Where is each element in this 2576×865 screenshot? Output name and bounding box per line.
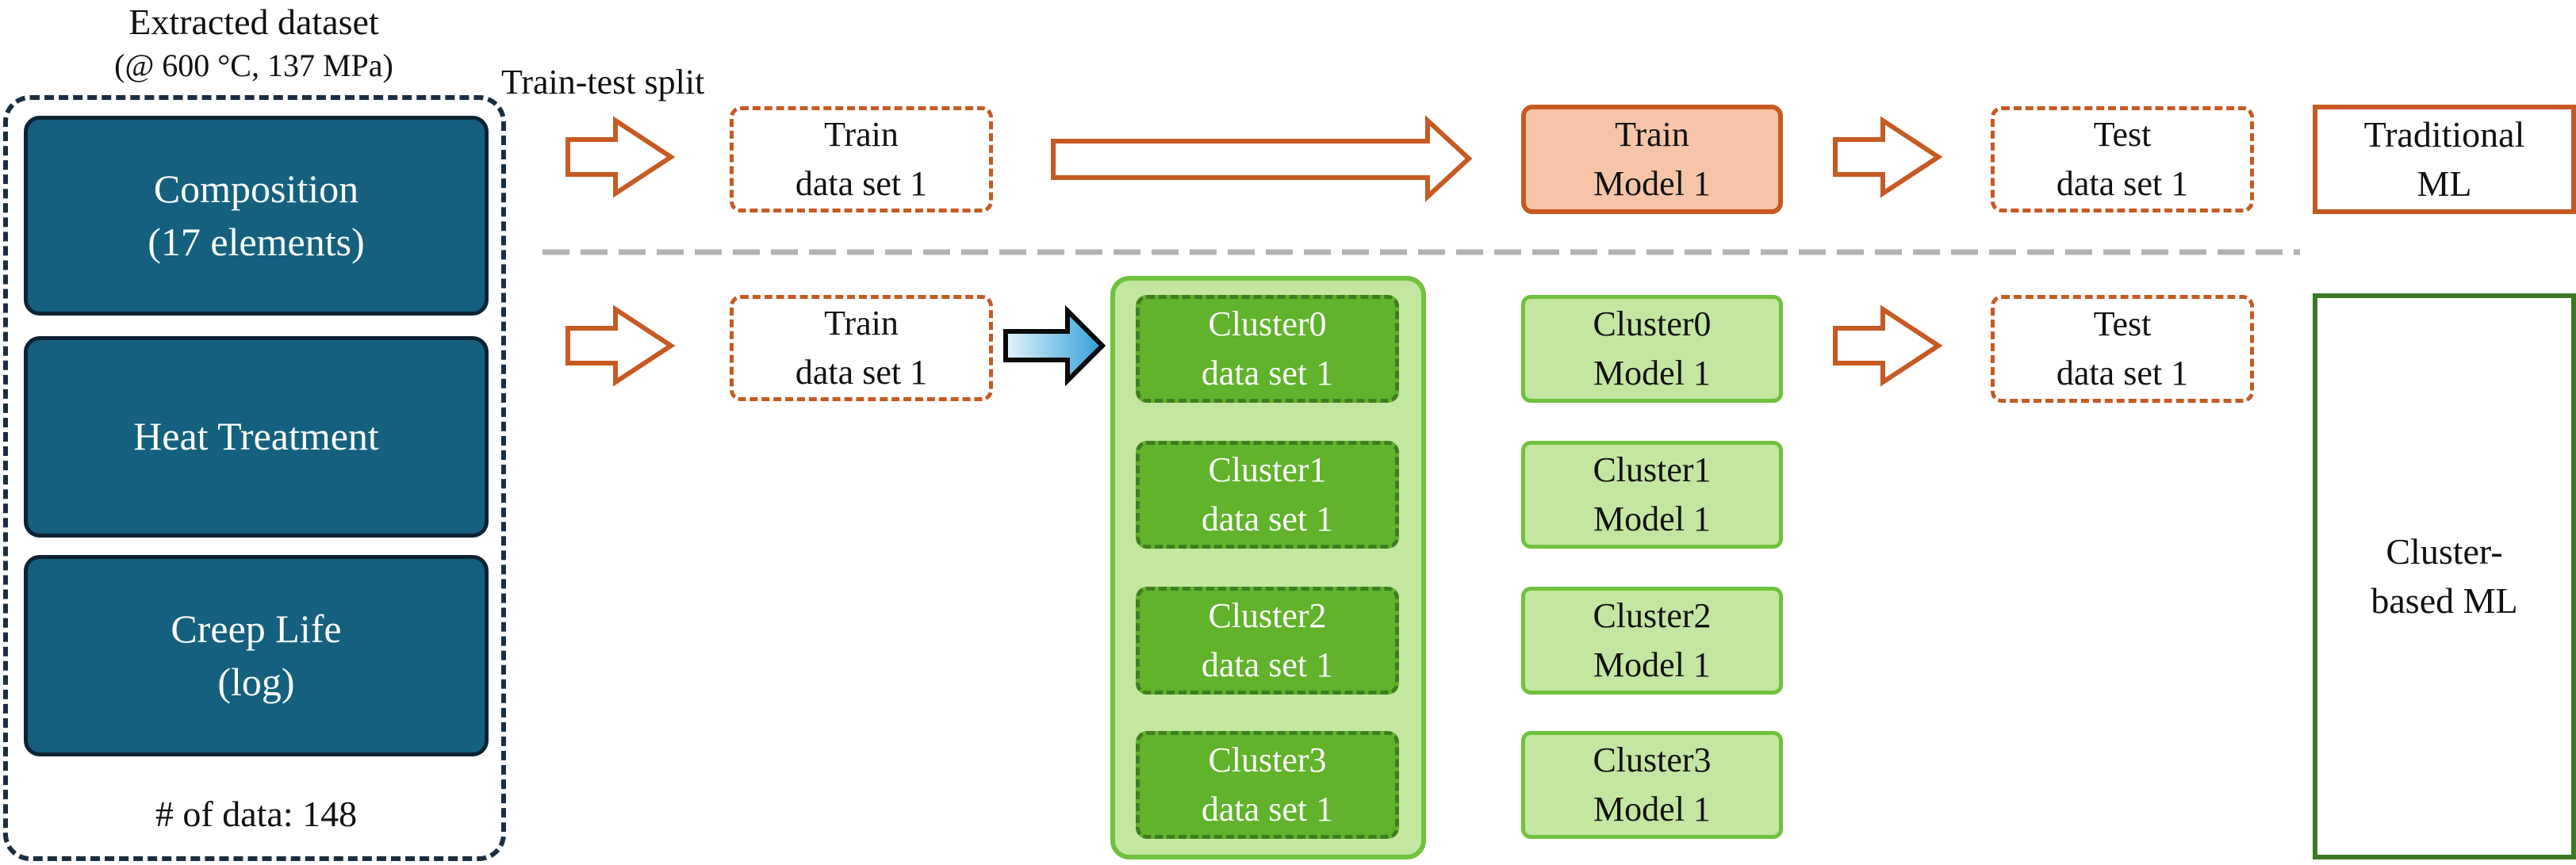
- box-line2: data set 1: [2056, 354, 2189, 392]
- test-arrow-right-icon: [1833, 304, 1943, 387]
- test-arrow-right-icon: [1833, 116, 1943, 198]
- box-line2: based ML: [2371, 580, 2518, 621]
- cluster3-dataset-box: Cluster3 data set 1: [1136, 731, 1399, 839]
- box-line1: Cluster2: [1593, 596, 1712, 636]
- cluster2-model-box: Cluster2 Model 1: [1521, 587, 1783, 695]
- traditional-ml-label-box: Traditional ML: [2313, 105, 2576, 214]
- box-line1: Cluster2: [1208, 596, 1327, 636]
- feature-heat-treatment-box: Heat Treatment: [24, 336, 489, 538]
- cluster1-dataset-box: Cluster1 data set 1: [1136, 441, 1399, 549]
- dataset-subtitle-text: (@ 600 °C, 137 MPa): [114, 48, 393, 83]
- feature-creep-life-box: Creep Life (log): [24, 555, 489, 756]
- box-line1: Test: [2093, 304, 2152, 344]
- box-line1: Cluster3: [1208, 741, 1327, 780]
- split-label: Train-test split: [501, 62, 755, 103]
- box-line1: Cluster3: [1593, 741, 1712, 780]
- box-line2: Model 1: [1593, 354, 1711, 392]
- feature-composition-box: Composition (17 elements): [24, 116, 489, 316]
- box-line2: data set 1: [1201, 499, 1334, 538]
- dataset-title: Extracted dataset: [16, 0, 492, 44]
- train-model-box: Train Model 1: [1521, 105, 1783, 214]
- box-line1: Train: [824, 115, 899, 155]
- box-line2: data set 1: [1201, 645, 1334, 684]
- long-arrow-right-icon: [1051, 115, 1473, 202]
- feature-label: Composition: [153, 166, 359, 211]
- box-line2: Model 1: [1593, 499, 1711, 538]
- box-line1: Train: [824, 304, 899, 343]
- test-dataset-box-traditional: Test data set 1: [1991, 106, 2254, 212]
- cluster3-model-box: Cluster3 Model 1: [1521, 731, 1783, 839]
- train-dataset-box-cluster: Train data set 1: [730, 295, 993, 401]
- box-line2: Model 1: [1593, 645, 1711, 684]
- data-count-text: # of data: 148: [155, 793, 358, 834]
- split-arrow-right-icon: [565, 304, 676, 387]
- box-line1: Cluster-: [2386, 530, 2503, 572]
- box-line1: Cluster1: [1593, 450, 1712, 490]
- box-line2: ML: [2417, 163, 2472, 204]
- cluster1-model-box: Cluster1 Model 1: [1521, 441, 1783, 549]
- box-line1: Cluster1: [1208, 450, 1327, 490]
- feature-label: Heat Treatment: [133, 414, 379, 459]
- box-line1: Traditional: [2363, 113, 2525, 155]
- train-dataset-box-traditional: Train data set 1: [730, 106, 993, 212]
- cluster-based-ml-label-box: Cluster- based ML: [2313, 293, 2576, 859]
- feature-label: Creep Life: [171, 606, 342, 651]
- box-line2: data set 1: [1201, 790, 1334, 829]
- box-line2: Model 1: [1593, 164, 1711, 203]
- cluster2-dataset-box: Cluster2 data set 1: [1136, 587, 1399, 695]
- box-line2: data set 1: [2056, 164, 2189, 203]
- box-line1: Cluster0: [1593, 304, 1712, 344]
- cluster0-dataset-box: Cluster0 data set 1: [1136, 295, 1399, 403]
- box-line1: Train: [1615, 115, 1689, 155]
- test-dataset-box-cluster: Test data set 1: [1991, 295, 2254, 403]
- box-line1: Cluster0: [1208, 304, 1327, 344]
- feature-sublabel: (log): [217, 660, 295, 704]
- cluster0-model-box: Cluster0 Model 1: [1521, 295, 1783, 403]
- data-count-label: # of data: 148: [24, 785, 489, 842]
- dataset-frame: [3, 95, 506, 861]
- dataset-subtitle: (@ 600 °C, 137 MPa): [16, 48, 492, 84]
- box-line2: data set 1: [795, 164, 928, 203]
- cluster-arrow-icon: [1003, 304, 1106, 387]
- split-arrow-right-icon: [565, 116, 676, 198]
- box-line2: Model 1: [1593, 790, 1711, 829]
- dataset-title-text: Extracted dataset: [128, 2, 379, 42]
- box-line1: Test: [2093, 115, 2152, 155]
- box-line2: data set 1: [1201, 354, 1334, 392]
- split-label-text: Train-test split: [501, 63, 705, 101]
- feature-sublabel: (17 elements): [148, 220, 365, 264]
- box-line2: data set 1: [795, 353, 928, 392]
